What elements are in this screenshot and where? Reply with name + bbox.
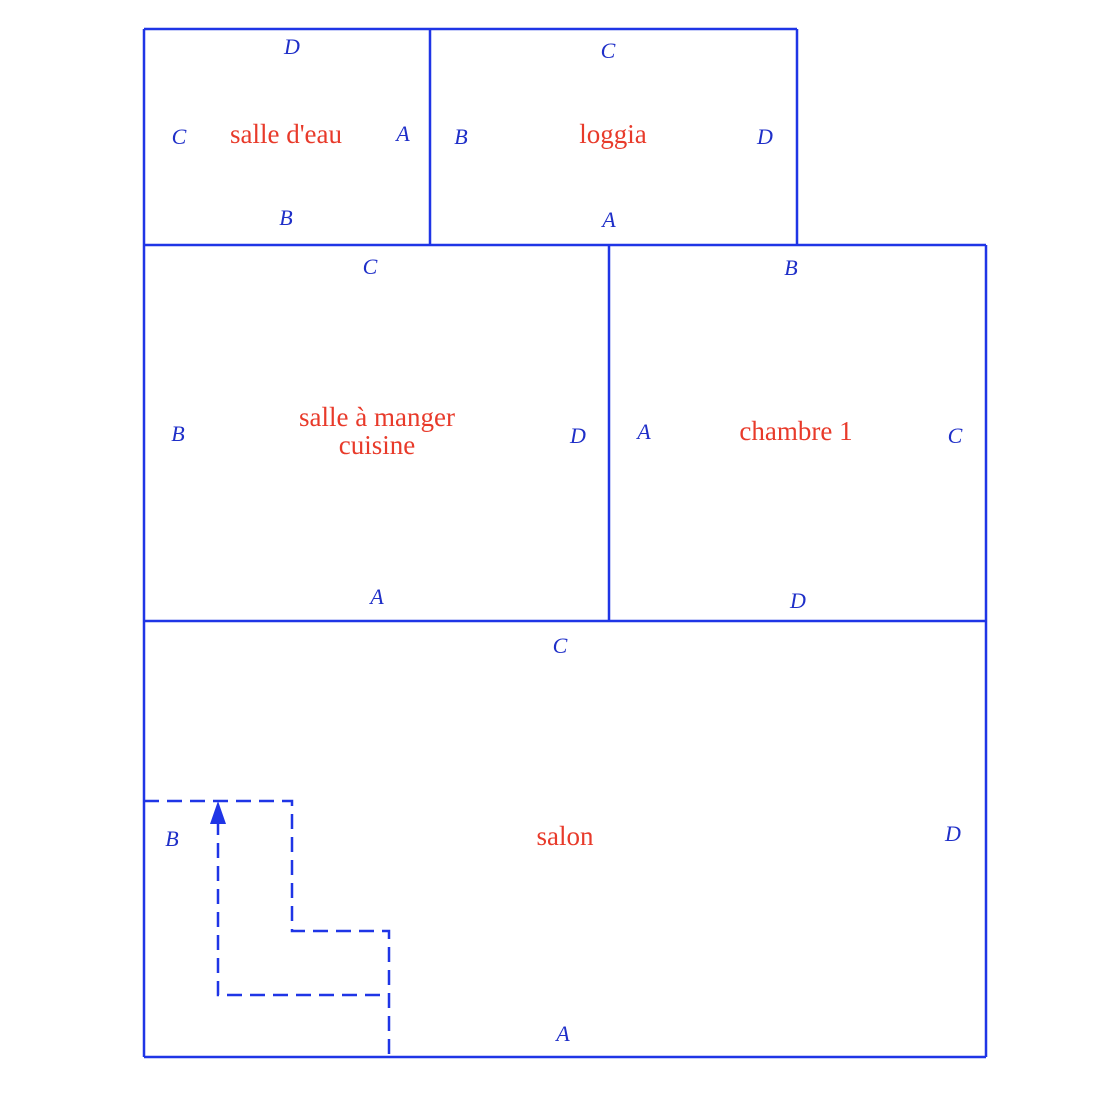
room-salle-eau: salle d'eau D C A B	[172, 34, 411, 230]
wall-label-salon-top: C	[553, 633, 568, 658]
wall-label-salon-left: B	[165, 826, 178, 851]
room-loggia: loggia C B D A	[454, 38, 773, 232]
room-salle-a-manger: salle à manger cuisine C B D A	[171, 254, 586, 609]
wall-label-salle-eau-top: D	[283, 34, 300, 59]
room-chambre: chambre 1 B A C D	[635, 255, 962, 613]
wall-label-salle-eau-left: C	[172, 124, 187, 149]
wall-label-salle-a-manger-right: D	[569, 423, 586, 448]
room-name-salon: salon	[537, 821, 594, 851]
wall-label-salle-eau-right: A	[394, 121, 410, 146]
wall-label-loggia-top: C	[601, 38, 616, 63]
room-name-loggia: loggia	[579, 119, 647, 149]
walls	[142, 27, 988, 1059]
wall-label-salle-a-manger-top: C	[363, 254, 378, 279]
wall-label-salle-a-manger-left: B	[171, 421, 184, 446]
staircase-outer-outline	[144, 799, 391, 1057]
staircase-arrow-icon	[210, 801, 226, 824]
wall-label-loggia-bottom: A	[600, 207, 616, 232]
staircase-inner-outline	[216, 820, 389, 997]
wall-label-chambre-left: A	[635, 419, 651, 444]
room-name-salle-a-manger: salle à manger	[299, 402, 455, 432]
wall-label-loggia-left: B	[454, 124, 467, 149]
room-salon: salon C B D A	[165, 633, 961, 1046]
room-name-cuisine: cuisine	[339, 430, 415, 460]
wall-label-chambre-right: C	[948, 423, 963, 448]
wall-label-salle-eau-bottom: B	[279, 205, 292, 230]
wall-label-loggia-right: D	[756, 124, 773, 149]
staircase	[144, 799, 391, 1057]
room-name-chambre: chambre 1	[739, 416, 852, 446]
wall-label-salon-bottom: A	[554, 1021, 570, 1046]
wall-label-salon-right: D	[944, 821, 961, 846]
room-name-salle-eau: salle d'eau	[230, 119, 343, 149]
wall-label-chambre-top: B	[784, 255, 797, 280]
wall-label-salle-a-manger-bottom: A	[368, 584, 384, 609]
wall-label-chambre-bottom: D	[789, 588, 806, 613]
